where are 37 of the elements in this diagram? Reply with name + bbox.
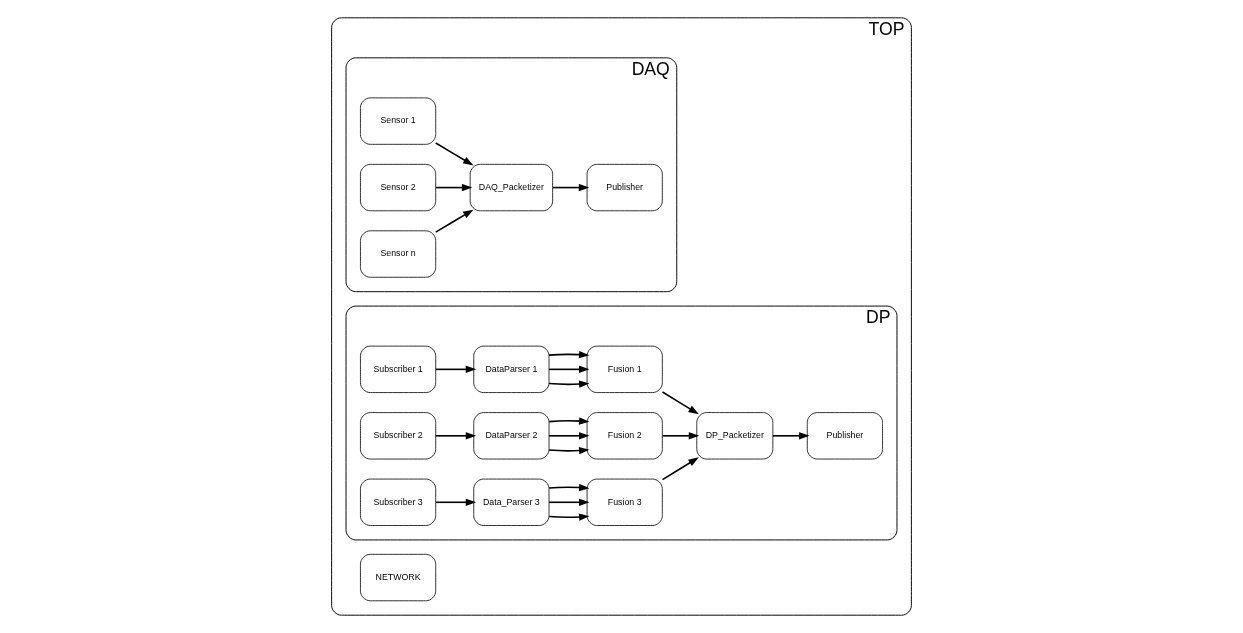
node-box: Subscriber 3 — [360, 478, 437, 526]
node-box: DP_Packetizer — [696, 412, 774, 460]
arrow — [548, 350, 590, 359]
arrow — [548, 498, 590, 506]
node-box: Fusion 3 — [586, 478, 663, 526]
arrow — [661, 432, 700, 440]
node-box: Sensor n — [360, 230, 437, 278]
arrow — [772, 432, 810, 440]
arrow — [434, 142, 474, 166]
node-box: DataParser 1 — [473, 345, 550, 393]
arrow — [548, 380, 590, 388]
arrow — [548, 417, 590, 425]
arrow — [434, 183, 473, 192]
node-box: DataParser 2 — [473, 412, 550, 460]
node-box: Fusion 1 — [586, 345, 663, 393]
node-box: Fusion 2 — [586, 412, 663, 460]
arrow — [548, 432, 590, 440]
node-box: Sensor 1 — [360, 97, 437, 145]
node-box: Data_Parser 3 — [473, 478, 550, 526]
node-box: Sensor 2 — [360, 163, 437, 212]
node-box: Publisher — [806, 412, 883, 460]
arrow — [434, 498, 477, 506]
arrow — [434, 365, 477, 373]
node-box: Subscriber 1 — [360, 345, 437, 393]
arrow — [661, 391, 699, 415]
arrow — [548, 513, 590, 521]
arrow — [661, 457, 699, 481]
arrow — [434, 209, 474, 233]
arrow — [548, 446, 590, 455]
arrow — [548, 365, 590, 373]
node-box: NETWORK — [360, 553, 437, 602]
arrow — [548, 483, 590, 492]
arrow — [434, 432, 477, 440]
node-box: Publisher — [586, 163, 663, 212]
arrow — [552, 183, 590, 192]
node-box: Subscriber 2 — [360, 412, 437, 460]
node-box: DAQ_Packetizer — [469, 163, 554, 212]
